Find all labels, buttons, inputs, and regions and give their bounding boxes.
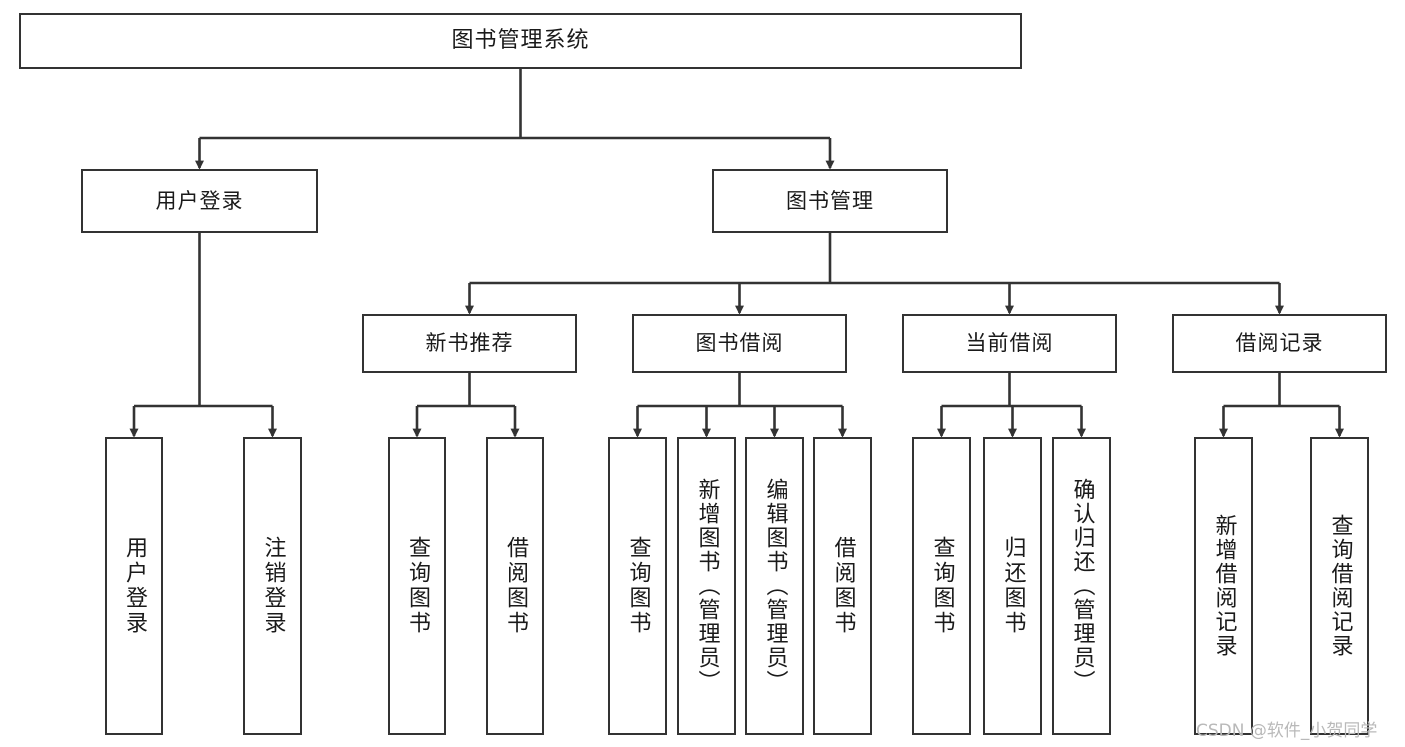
node-label: 查询借阅记录	[1327, 514, 1353, 658]
node-leaf-user-login[interactable]: 用户登录	[105, 437, 163, 735]
node-label: 查询图书	[929, 536, 955, 636]
node-new-book-rec[interactable]: 新书推荐	[362, 314, 577, 373]
node-current-borrow[interactable]: 当前借阅	[902, 314, 1117, 373]
node-leaf-borrow-1[interactable]: 借阅图书	[486, 437, 544, 735]
node-leaf-query-1[interactable]: 查询图书	[388, 437, 446, 735]
node-label: 新书推荐	[425, 331, 514, 356]
node-label: 图书借阅	[695, 331, 784, 356]
node-root[interactable]: 图书管理系统	[19, 13, 1022, 69]
node-label: 用户登录	[155, 188, 244, 213]
node-leaf-query-rec[interactable]: 查询借阅记录	[1310, 437, 1369, 735]
node-label: 注销登录	[260, 536, 286, 636]
node-leaf-borrow-2[interactable]: 借阅图书	[813, 437, 872, 735]
node-label: 借阅图书	[830, 536, 856, 636]
node-leaf-query-3[interactable]: 查询图书	[912, 437, 971, 735]
node-leaf-confirm[interactable]: 确认归还（管理员）	[1052, 437, 1111, 735]
node-label: 借阅记录	[1235, 331, 1324, 356]
node-leaf-logout[interactable]: 注销登录	[243, 437, 302, 735]
node-label: 查询图书	[405, 536, 430, 636]
node-label: 编辑图书（管理员）	[762, 478, 788, 694]
node-label: 借阅图书	[503, 536, 528, 636]
node-label: 当前借阅	[965, 331, 1054, 356]
csdn-watermark: CSDN @软件_小贺同学	[1196, 721, 1378, 741]
node-user-login[interactable]: 用户登录	[81, 169, 318, 233]
node-label: 新增借阅记录	[1211, 514, 1237, 658]
node-leaf-add-book[interactable]: 新增图书（管理员）	[677, 437, 736, 735]
node-leaf-edit-book[interactable]: 编辑图书（管理员）	[745, 437, 804, 735]
node-leaf-query-2[interactable]: 查询图书	[608, 437, 667, 735]
node-label: 查询图书	[625, 536, 651, 636]
node-borrow-record[interactable]: 借阅记录	[1172, 314, 1387, 373]
node-label: 归还图书	[1000, 536, 1026, 636]
node-book-borrow[interactable]: 图书借阅	[632, 314, 847, 373]
edge-paths	[129, 69, 1344, 438]
node-label: 用户登录	[122, 536, 147, 636]
node-label: 确认归还（管理员）	[1069, 478, 1095, 694]
node-leaf-add-rec[interactable]: 新增借阅记录	[1194, 437, 1253, 735]
node-leaf-return[interactable]: 归还图书	[983, 437, 1042, 735]
node-book-manage[interactable]: 图书管理	[712, 169, 948, 233]
node-label: 图书管理系统	[451, 28, 590, 54]
node-label: 图书管理	[786, 188, 874, 213]
node-label: 新增图书（管理员）	[694, 478, 720, 694]
